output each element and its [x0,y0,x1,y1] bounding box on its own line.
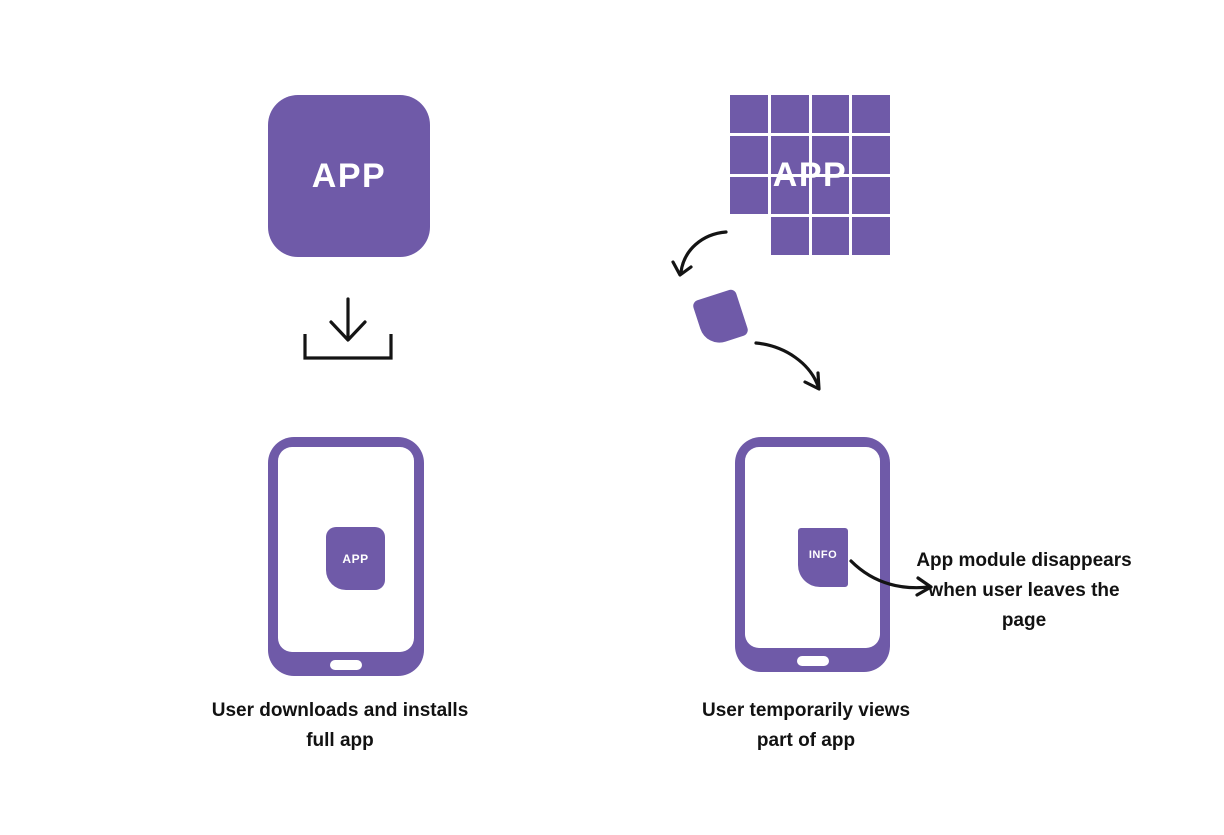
curved-arrow-down-left-icon [671,230,728,277]
grid-tile [852,95,890,133]
module-disappears-note: App module disappears when user leaves t… [916,550,1132,631]
grid-tile [811,176,850,215]
grid-tile [852,176,890,215]
detached-module-tile [691,288,750,348]
tablet-left-screen: APP [278,447,414,652]
grid-tile [811,95,850,133]
grid-tile [852,135,890,174]
grid-tile [770,176,809,215]
tablet-right-screen: INFO [745,447,880,648]
grid-tile [730,176,768,215]
home-button-icon [330,660,362,670]
installed-app-icon: APP [326,527,385,590]
grid-tile [852,217,890,255]
curved-arrow-right-icon [849,559,933,597]
info-module-label: INFO [808,548,838,561]
download-icon [303,297,393,360]
curved-arrow-down-right-icon [754,341,821,391]
grid-tile [811,217,850,255]
info-module: INFO [798,528,848,587]
grid-tile [770,217,809,255]
full-app-box: APP [268,95,430,257]
grid-tile [770,135,809,174]
tablet-left: APP [268,437,424,676]
home-button-icon [796,656,829,666]
grid-tile [770,95,809,133]
full-app-label: APP [311,156,387,195]
caption-full-app: User downloads and installs full app [211,700,469,751]
grid-tile [730,135,768,174]
tablet-right: INFO [735,437,890,672]
installed-app-label: APP [342,551,369,566]
grid-tile [730,95,768,133]
modular-app-grid [730,95,890,255]
caption-partial-app: User temporarily views part of app [701,700,911,751]
grid-tile [811,135,850,174]
